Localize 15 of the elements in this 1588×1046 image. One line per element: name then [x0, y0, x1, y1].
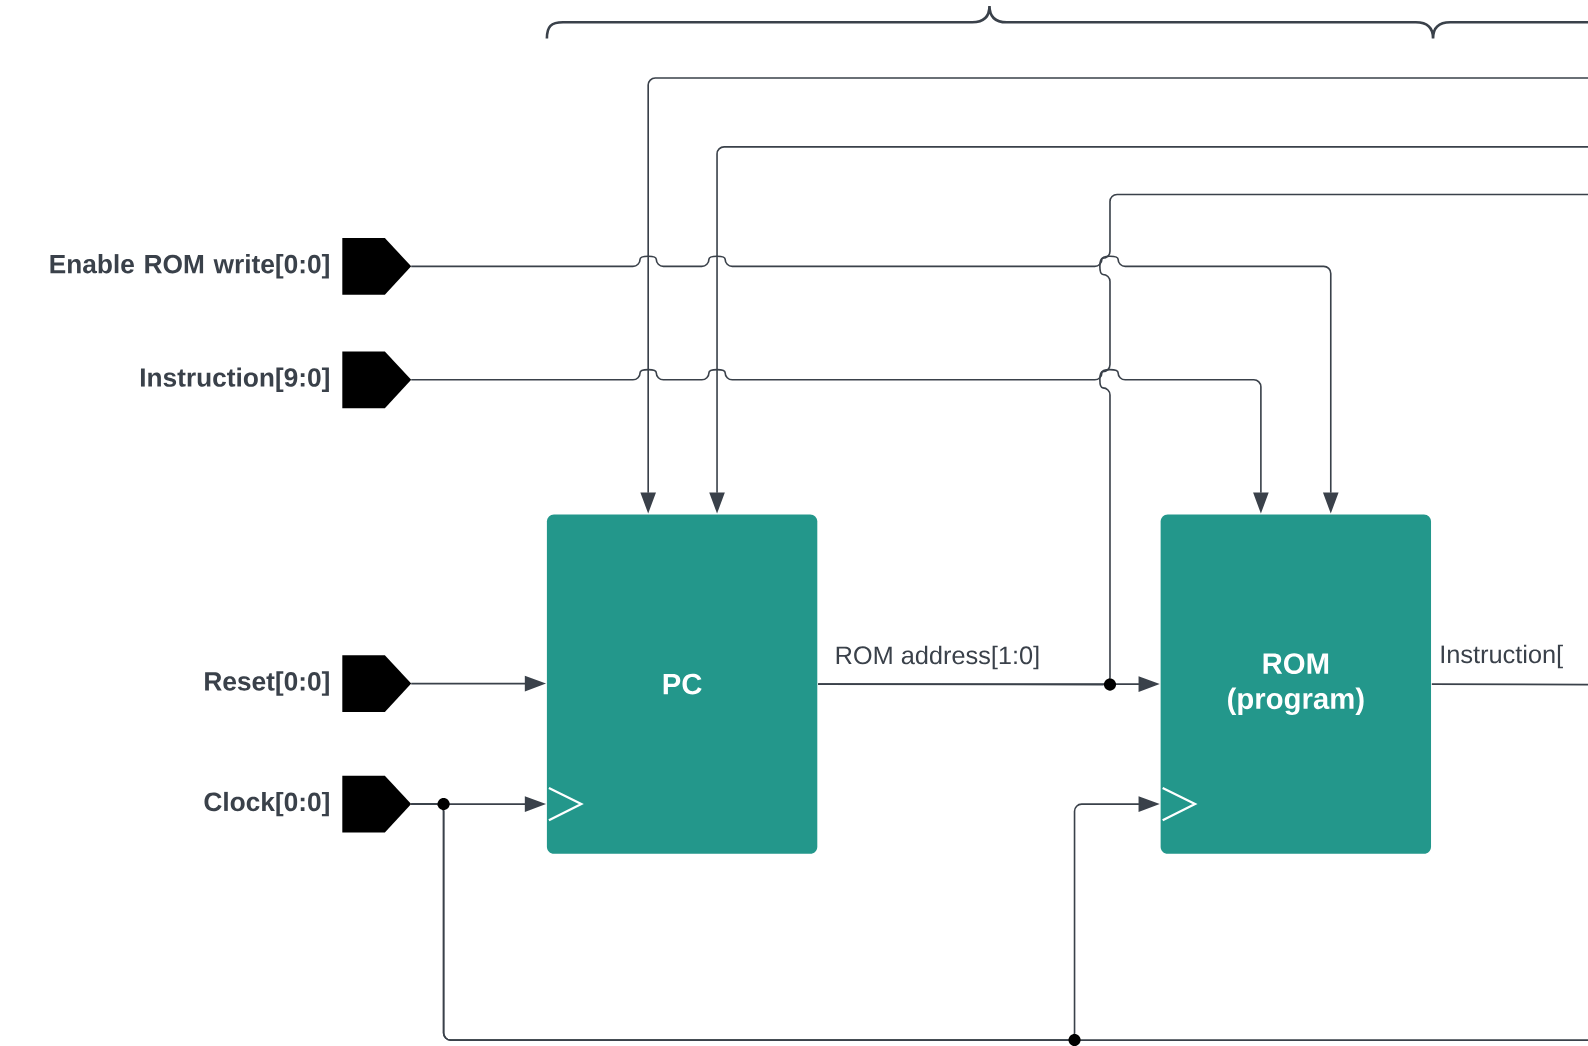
edge-label: ROM address[1:0] [833, 644, 1042, 671]
block: PC [546, 514, 818, 854]
block: ROM (program) [1160, 514, 1432, 854]
node-label: Clock[0:0] [204, 791, 329, 817]
connector [1431, 683, 1588, 686]
input-port: Reset[0:0] [205, 655, 412, 712]
node-label: Reset[0:0] [205, 671, 329, 696]
node-label: Enable ROM write[0:0] [50, 254, 329, 279]
input-port: Clock[0:0] [204, 775, 412, 833]
input-port: Enable ROM write[0:0] [50, 237, 412, 295]
connector [410, 803, 1588, 1041]
node-label: Instruction[9:0] [140, 367, 329, 392]
input-port: Instruction[9:0] [140, 351, 412, 409]
connector [817, 193, 1588, 686]
edge-label: Instruction[ [1437, 643, 1565, 670]
